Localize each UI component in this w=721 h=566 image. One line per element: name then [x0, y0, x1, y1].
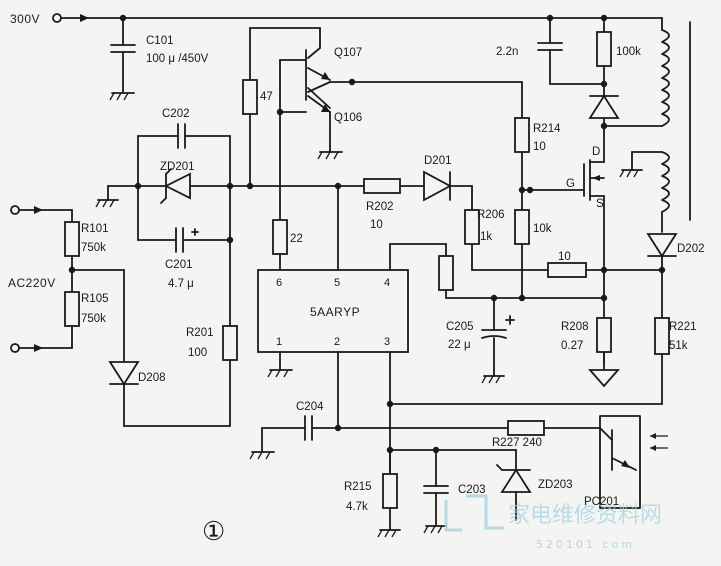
transformer — [603, 17, 691, 233]
feedback-network — [377, 446, 532, 538]
r215-value: 4.7k — [346, 501, 368, 513]
ic-pin-4: 4 — [384, 277, 390, 289]
mosfet-gate-label: G — [566, 178, 575, 190]
r-10-resistor — [471, 262, 663, 278]
r221-value: 51k — [669, 340, 688, 352]
c203-label: C203 — [458, 484, 486, 496]
c201-value: 4.7 μ — [168, 278, 194, 290]
r-22-label: 22 — [290, 233, 303, 245]
ic-5aaryp — [257, 185, 663, 473]
d208-label: D208 — [138, 372, 166, 384]
r214-resistor — [514, 117, 531, 302]
mosfet-drain-label: D — [592, 146, 600, 158]
mosfet-source-label: S — [596, 198, 604, 210]
dc-bus-rail — [52, 13, 663, 23]
c101-value: 100 μ /450V — [146, 53, 209, 65]
r101-label: R101 — [81, 223, 109, 235]
r208-resistor — [588, 317, 620, 388]
r201-label: R201 — [186, 327, 214, 339]
c205-capacitor — [481, 297, 515, 384]
c202-label: C202 — [162, 108, 190, 120]
zd201-label: ZD201 — [160, 161, 195, 173]
r206-label: R206 — [477, 209, 505, 221]
pc201-label: PC201 — [584, 496, 619, 508]
watermark-text: 家电维修资料网 — [508, 503, 662, 528]
c101-capacitor — [109, 17, 136, 101]
r208-value: 0.27 — [561, 340, 583, 352]
watermark-logo — [444, 494, 504, 532]
r227-resistor — [337, 420, 601, 436]
pc201-optocoupler — [599, 415, 668, 509]
r206-value: 1k — [480, 231, 492, 243]
ic-pin-1: 1 — [276, 336, 282, 348]
r101-value: 750k — [81, 242, 106, 254]
r-10-label: 10 — [558, 251, 571, 263]
d201-label: D201 — [424, 155, 452, 167]
q107-label: Q107 — [334, 47, 362, 59]
ac-input — [10, 205, 140, 427]
ic-pin-3: 3 — [384, 336, 390, 348]
r208-label: R208 — [561, 321, 589, 333]
figure-number: ① — [202, 517, 225, 547]
r105-value: 750k — [81, 313, 106, 325]
d202-diode — [646, 233, 678, 405]
c205-value: 22 μ — [448, 339, 471, 351]
r-47-resistor — [242, 27, 258, 187]
ic-pin-6: 6 — [276, 277, 282, 289]
r214-label: R214 — [533, 123, 561, 135]
ic-name: 5AARYP — [310, 305, 360, 319]
r215-label: R215 — [344, 481, 372, 493]
ic-pin-5: 5 — [334, 277, 340, 289]
c204-capacitor — [249, 415, 342, 460]
ic-pin-2: 2 — [334, 336, 340, 348]
dc-bus-label: 300V — [10, 12, 40, 26]
r-22-resistor — [272, 219, 288, 271]
snubber-network — [537, 17, 620, 130]
d202-label: D202 — [677, 243, 705, 255]
zd203-label: ZD203 — [538, 479, 573, 491]
r201-resistor — [123, 325, 238, 427]
r-47-label: 47 — [260, 91, 273, 103]
c-2n2-label: 2.2n — [496, 46, 518, 58]
r202-label: R202 — [366, 201, 394, 213]
r105-label: R105 — [81, 293, 109, 305]
c202-zd201-c201 — [95, 123, 234, 327]
c101-label: C101 — [146, 35, 174, 47]
q106-label: Q106 — [334, 112, 362, 124]
r214-value: 10 — [533, 141, 546, 153]
ac-line-label: AC220V — [8, 276, 56, 290]
r201-value: 100 — [188, 347, 207, 359]
r221-label: R221 — [669, 321, 697, 333]
r-10k-label: 10k — [533, 223, 552, 235]
c201-label: C201 — [165, 259, 193, 271]
vcc-line — [137, 170, 480, 271]
c205-label: C205 — [446, 321, 474, 333]
c204-label: C204 — [296, 401, 324, 413]
q107-q106-driver — [249, 27, 523, 221]
r-100k-label: 100k — [616, 46, 641, 58]
r202-value: 10 — [370, 219, 383, 231]
r227-label: R227 240 — [492, 437, 542, 449]
watermark-url: 520101.com — [536, 538, 635, 551]
